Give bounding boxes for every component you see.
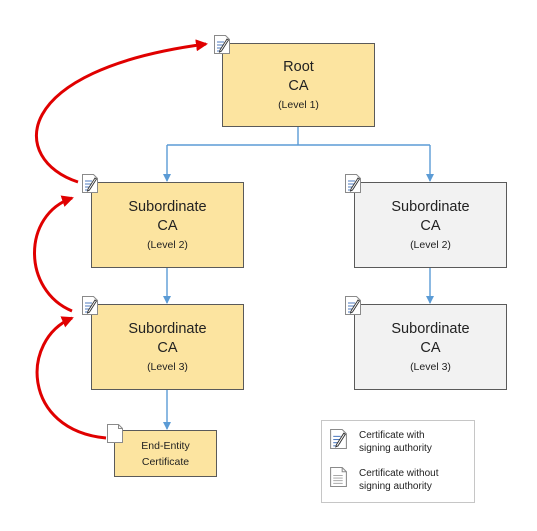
node-title: Subordinate bbox=[391, 320, 470, 337]
signing-certificate-icon bbox=[214, 35, 230, 54]
subordinate-ca-level3-right-node: Subordinate CA (Level 3) bbox=[354, 304, 507, 390]
node-subtitle: CA bbox=[288, 77, 309, 94]
document-icon bbox=[107, 424, 123, 443]
node-subtitle: CA bbox=[157, 217, 178, 234]
tree-connectors bbox=[163, 126, 434, 430]
node-subtitle: Certificate bbox=[141, 455, 190, 468]
legend-item-without-authority: Certificate without signing authority bbox=[330, 467, 438, 493]
node-level: (Level 2) bbox=[147, 238, 188, 251]
node-subtitle: CA bbox=[420, 217, 441, 234]
node-title: Root bbox=[283, 58, 314, 75]
node-level: (Level 2) bbox=[410, 238, 451, 251]
node-level: (Level 1) bbox=[278, 98, 319, 111]
node-subtitle: CA bbox=[157, 339, 178, 356]
signing-certificate-icon bbox=[345, 296, 361, 315]
root-ca-node: Root CA (Level 1) bbox=[222, 43, 375, 127]
node-title: End-Entity bbox=[141, 439, 190, 452]
subordinate-ca-level2-right-node: Subordinate CA (Level 2) bbox=[354, 182, 507, 268]
document-icon bbox=[330, 467, 347, 487]
legend-item-with-authority: Certificate with signing authority bbox=[330, 429, 432, 455]
node-title: Subordinate bbox=[391, 198, 470, 215]
signature-arrow-l3-to-l2 bbox=[33, 195, 74, 313]
subordinate-ca-level3-left-node: Subordinate CA (Level 3) bbox=[91, 304, 244, 390]
node-title: Subordinate bbox=[128, 320, 207, 337]
node-title: Subordinate bbox=[128, 198, 207, 215]
legend-label: Certificate without signing authority bbox=[359, 468, 439, 492]
subordinate-ca-level2-left-node: Subordinate CA (Level 2) bbox=[91, 182, 244, 268]
signature-arrows bbox=[33, 39, 208, 440]
signing-certificate-icon bbox=[82, 296, 98, 315]
legend-label: Certificate with signing authority bbox=[359, 430, 432, 454]
signing-certificate-icon bbox=[345, 174, 361, 193]
signature-arrow-end-entity-to-l3 bbox=[35, 316, 107, 440]
node-level: (Level 3) bbox=[410, 360, 451, 373]
signing-certificate-icon bbox=[82, 174, 98, 193]
node-level: (Level 3) bbox=[147, 360, 188, 373]
legend: Certificate with signing authority Certi… bbox=[321, 420, 475, 503]
signature-arrow-l2-to-root bbox=[35, 39, 208, 184]
signing-certificate-icon bbox=[330, 429, 347, 449]
node-subtitle: CA bbox=[420, 339, 441, 356]
end-entity-certificate-node: End-Entity Certificate bbox=[114, 430, 217, 477]
